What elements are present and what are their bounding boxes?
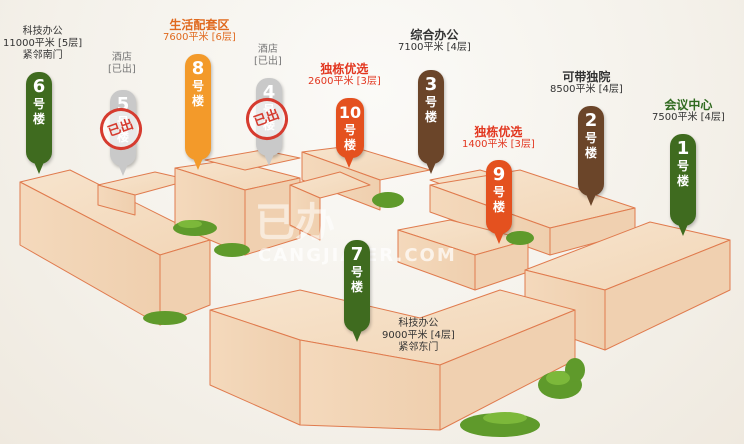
building-9-name: 独栋优选 <box>474 125 523 139</box>
pin-3-char-2: 楼 <box>424 110 437 124</box>
pin-9-char-2: 楼 <box>492 200 505 214</box>
pin-building-1[interactable]: 1 号 楼 <box>670 134 696 236</box>
label-building-1: 会议中心 7500平米 [4层] <box>652 98 725 124</box>
pin-2-number: 2 <box>584 110 598 131</box>
building-6-name: 科技办公 <box>22 26 63 37</box>
label-building-4: 酒店 [已出] <box>254 44 282 68</box>
pin-9-char-1: 号 <box>492 185 505 199</box>
building-2-area: 8500平米 [4层] <box>550 84 623 95</box>
pin-building-9[interactable]: 9 号 楼 <box>486 160 512 244</box>
label-building-7: 科技办公 9000平米 [4层] 紧邻东门 <box>382 318 455 354</box>
pin-8-number: 8 <box>191 58 205 79</box>
label-building-8: 生活配套区 7600平米 [6层] <box>163 18 236 44</box>
pin-building-8[interactable]: 8 号 楼 <box>185 54 211 170</box>
building-10-name: 独栋优选 <box>320 62 369 76</box>
pin-1-char-2: 楼 <box>676 174 689 188</box>
pin-building-7[interactable]: 7 号 楼 <box>344 240 370 342</box>
pin-building-10[interactable]: 10 号 楼 <box>336 98 364 168</box>
pin-2-char-2: 楼 <box>584 146 597 160</box>
block-8[interactable] <box>174 159 301 256</box>
pin-building-3[interactable]: 3 号 楼 <box>418 70 444 174</box>
pin-6-number: 6 <box>32 76 46 97</box>
pin-2-char-1: 号 <box>584 131 597 145</box>
pin-7-char-2: 楼 <box>350 280 363 294</box>
building-2-name: 可带独院 <box>562 70 611 84</box>
pin-7-number: 7 <box>350 244 364 265</box>
building-7-note: 紧邻东门 <box>398 342 439 353</box>
building-8-name: 生活配套区 <box>169 18 230 32</box>
pin-building-2[interactable]: 2 号 楼 <box>578 106 604 206</box>
pin-1-number: 1 <box>676 138 690 159</box>
pin-6-char-2: 楼 <box>32 112 45 126</box>
pin-9-number: 9 <box>492 164 506 185</box>
pin-1-char-1: 号 <box>676 159 689 173</box>
block-7[interactable] <box>209 289 576 431</box>
block-4[interactable] <box>204 149 301 171</box>
building-1-area: 7500平米 [4层] <box>652 112 725 123</box>
pin-8-char-2: 楼 <box>191 94 204 108</box>
building-10-area: 2600平米 [3层] <box>308 76 381 87</box>
building-1-name: 会议中心 <box>664 98 713 112</box>
block-6[interactable] <box>19 169 211 326</box>
pin-6-char-1: 号 <box>32 97 45 111</box>
building-3-name: 综合办公 <box>410 28 459 42</box>
building-4-status: [已出] <box>254 56 282 67</box>
pin-building-6[interactable]: 6 号 楼 <box>26 72 52 174</box>
pin-7-char-1: 号 <box>350 265 363 279</box>
pin-10-char-1: 号 <box>343 123 356 137</box>
label-building-5: 酒店 [已出] <box>108 52 136 76</box>
block-5[interactable] <box>97 171 191 216</box>
label-building-2: 可带独院 8500平米 [4层] <box>550 70 623 96</box>
building-5-status: [已出] <box>108 64 136 75</box>
building-6-area: 11000平米 [5层] <box>3 38 83 49</box>
building-9-area: 1400平米 [3层] <box>462 139 535 150</box>
building-4-name: 酒店 <box>257 44 278 55</box>
building-5-name: 酒店 <box>111 52 132 63</box>
pin-3-number: 3 <box>424 74 438 95</box>
pin-10-char-2: 楼 <box>343 138 356 152</box>
building-3-area: 7100平米 [4层] <box>398 42 471 53</box>
building-8-area: 7600平米 [6层] <box>163 32 236 43</box>
block-9[interactable] <box>397 219 529 291</box>
pin-8-char-1: 号 <box>191 79 204 93</box>
label-building-3: 综合办公 7100平米 [4层] <box>398 28 471 54</box>
pin-3-char-1: 号 <box>424 95 437 109</box>
building-7-area: 9000平米 [4层] <box>382 330 455 341</box>
watermark-logo: 已办 <box>255 200 335 246</box>
pin-10-number: 10 <box>338 103 362 122</box>
label-building-9: 独栋优选 1400平米 [3层] <box>462 125 535 151</box>
building-7-name: 科技办公 <box>398 318 439 329</box>
label-building-6: 科技办公 11000平米 [5层] 紧邻南门 <box>3 26 82 62</box>
building-6-note: 紧邻南门 <box>22 50 63 61</box>
label-building-10: 独栋优选 2600平米 [3层] <box>308 62 381 88</box>
